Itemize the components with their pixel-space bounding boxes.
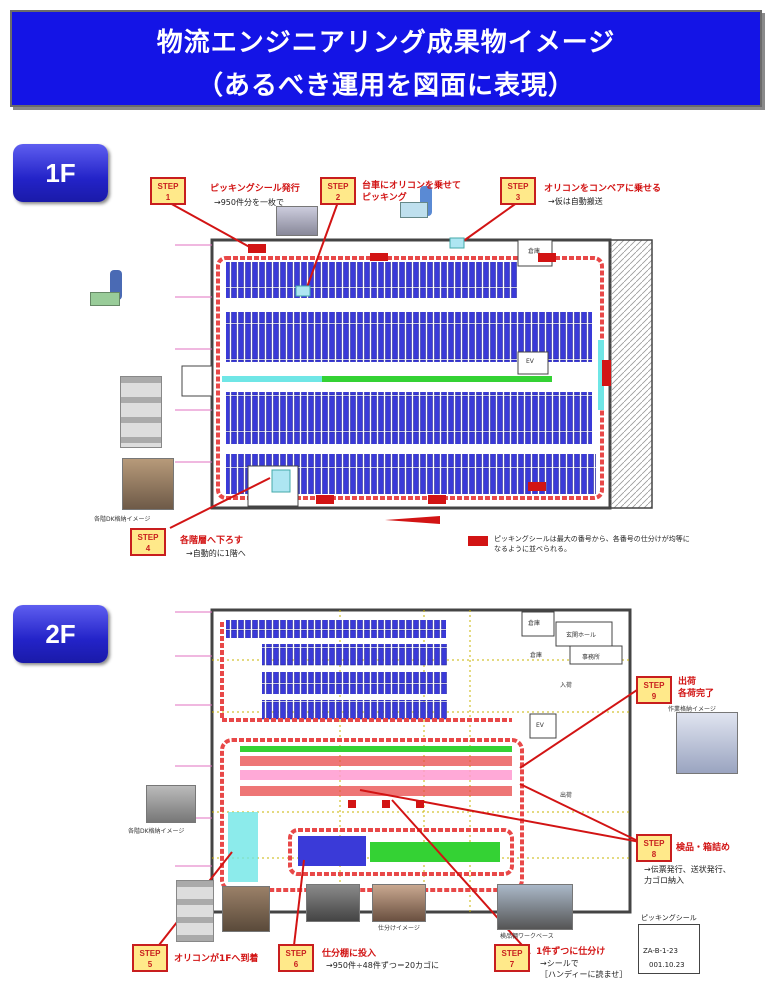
floor2-room-label: 倉庫 [528,620,541,627]
photo-label-sorting: 仕分けイメージ [378,925,420,932]
title-banner: 物流エンジニアリング成果物イメージ （あるべき運用を図面に表現） [10,10,762,107]
photo-floor1-vertical-conveyor [122,458,174,510]
step-6-heading: 仕分棚に投入 [322,949,377,959]
label-card-date: 001.10.23 [649,961,685,969]
floor1-hatch-area [609,239,653,509]
title-line1: 物流エンジニアリング成果物イメージ [156,28,616,58]
floor2-room-label: 入荷 [560,682,573,689]
step-8-detail: →伝票発行、送状発行、 力ゴロ納入 [644,865,731,885]
photo-label-workbench: 検品棚ワークベース [500,933,554,940]
photo-label-2f-dk: 各階DK格納イメージ [128,828,185,835]
photo-floor2-dk [222,886,270,932]
step-9-heading: 出荷 各荷完了 [678,677,715,699]
step-8-heading: 検品・箱詰め [676,843,731,853]
label-card-code: ZA-B-1-23 [643,947,678,955]
photo-sorting-2 [372,884,426,922]
floor-tag-1f: 1F [13,144,108,202]
step-9-tag: STEP 9 [636,676,672,704]
shelf-illustration-2f [176,880,214,942]
step-8-tag: STEP 8 [636,834,672,862]
photo-workbench [497,884,573,930]
step-2-tag: STEP 2 [320,177,356,205]
floor2-room-label: 事務所 [582,654,601,661]
step-2-heading: 台車にオリコンを乗せて ピッキング [362,181,462,203]
picking-label-card: ピッキングシール ZA-B-1-23 001.10.23 [638,914,700,974]
photo-shipping [676,712,738,774]
photo-label-floor1: 各階DK格納イメージ [94,516,151,523]
title-line2: （あるべき運用を図面に表現） [196,71,575,101]
floor1-rack-block [226,262,518,298]
photo-sorting [306,884,360,922]
step-1-tag: STEP 1 [150,177,186,205]
step-3-heading: オリコンをコンベアに乗せる [544,184,662,194]
step-4-heading: 各階層へ下ろす [180,536,244,546]
photo-floor2-1 [146,785,196,823]
step-5-heading: オリコンが1Fへ到着 [174,954,259,964]
worker-cart-illustration [90,270,132,312]
step-4-detail: →自動的に1階へ [186,549,246,558]
photo-printer [276,206,318,236]
floor1-rack-block [226,392,592,444]
shelf-illustration [120,376,162,448]
floor1-legend-text: ピッキングシールは最大の番号から、各番号の仕分けが均等になるように並べられる。 [494,535,690,553]
step-3-detail: →仮は自動搬送 [548,197,603,206]
worker-cart-illustration-2 [398,186,440,226]
photo-label-shipping: 作業格納イメージ [668,706,716,713]
floor2-room-label: 倉庫 [530,652,543,659]
floor1-room-label: EV [526,358,534,365]
step-7-detail: →シールで ［ハンディーに読ませ］ [540,959,628,979]
floor1-green-conveyor [222,376,552,382]
step-7-tag: STEP 7 [494,944,530,972]
floor-tag-2f: 2F [13,605,108,663]
step-1-heading: ピッキングシール発行 [210,184,300,194]
step-1-detail: →950件分を一枚で [214,198,284,207]
floor2-room-label: EV [536,722,544,729]
step-7-heading: 1件ずつに仕分け [536,947,606,957]
step-5-tag: STEP 5 [132,944,168,972]
floor2-room-label: 出荷 [560,792,573,799]
label-card-title: ピッキングシール [641,914,697,922]
step-6-detail: →950件÷48件ずつ＝20カゴに [326,961,440,970]
step-3-tag: STEP 3 [500,177,536,205]
floor2-room-label: 玄関ホール [566,632,597,639]
step-6-tag: STEP 6 [278,944,314,972]
floor1-room-label: 倉庫 [528,248,541,255]
legend-swatch [468,536,488,546]
step-4-tag: STEP 4 [130,528,166,556]
